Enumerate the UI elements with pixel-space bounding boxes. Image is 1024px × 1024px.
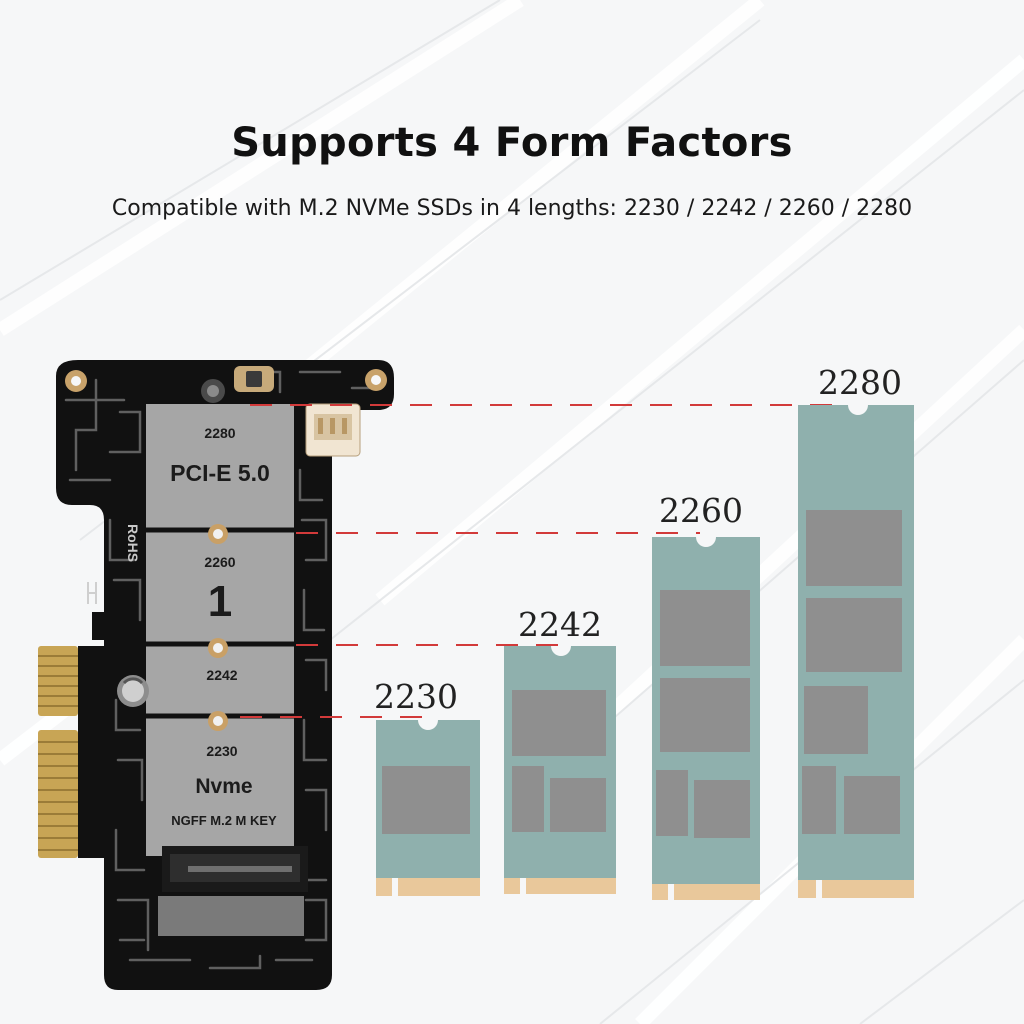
guide-lines bbox=[240, 404, 840, 718]
board-label-2230: 2230 bbox=[206, 743, 237, 759]
board-label-2260: 2260 bbox=[204, 554, 235, 570]
ssd-2260: 2260 bbox=[652, 491, 760, 900]
board-label-2280: 2280 bbox=[204, 425, 235, 441]
ssd-2230: 2230 bbox=[374, 677, 480, 896]
pcie-gold-fingers bbox=[38, 646, 106, 858]
ssd-label-2260: 2260 bbox=[659, 491, 743, 530]
ssd-label-2242: 2242 bbox=[518, 605, 602, 644]
fan-connector bbox=[305, 403, 361, 457]
brand-logo-icon bbox=[87, 582, 97, 604]
page-subtitle: Compatible with M.2 NVMe SSDs in 4 lengt… bbox=[111, 196, 913, 221]
adapter-board: 2280 PCI-E 5.0 2260 1 2242 2230 Nvme NGF… bbox=[38, 360, 394, 990]
page-title: Supports 4 Form Factors bbox=[231, 120, 793, 166]
m2-connector bbox=[158, 846, 308, 936]
board-label-pcie: PCI-E 5.0 bbox=[170, 460, 270, 486]
board-label-nvme: Nvme bbox=[195, 775, 252, 798]
m2-slot-area bbox=[146, 404, 294, 856]
rohs-label: RoHS bbox=[125, 524, 141, 562]
ssd-label-2230: 2230 bbox=[374, 677, 458, 716]
ssd-label-2280: 2280 bbox=[818, 363, 902, 402]
board-label-ngff: NGFF M.2 M KEY bbox=[171, 813, 277, 828]
capacitor-icon bbox=[117, 675, 149, 707]
board-slot-number: 1 bbox=[208, 577, 232, 626]
ssd-2242: 2242 bbox=[504, 605, 616, 894]
ssd-2280: 2280 bbox=[798, 363, 914, 898]
board-label-2242: 2242 bbox=[206, 667, 237, 683]
